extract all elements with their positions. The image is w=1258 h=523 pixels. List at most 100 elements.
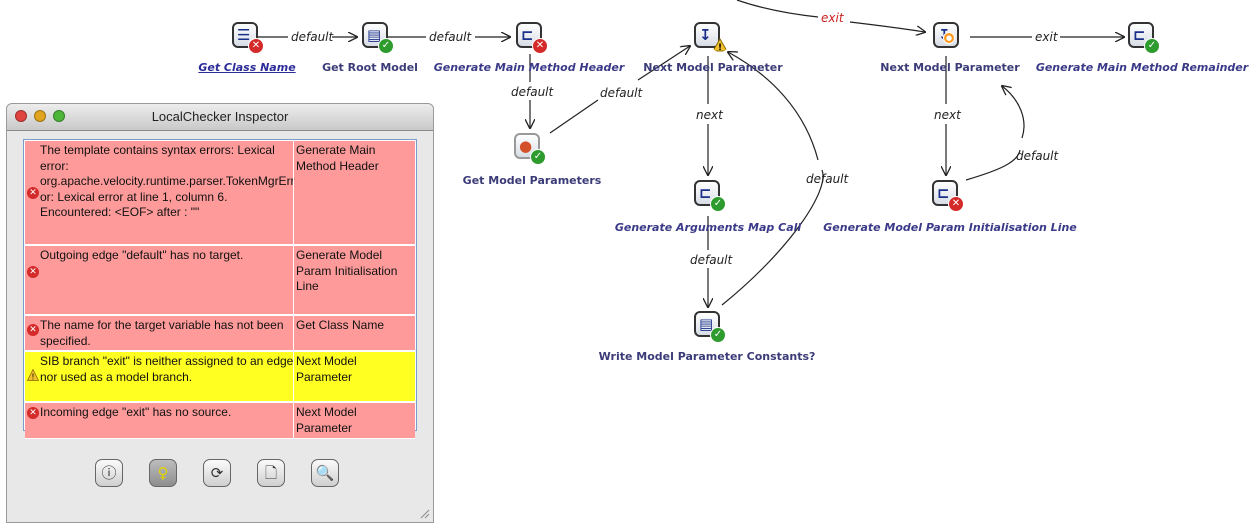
edge-label: next: [696, 108, 724, 122]
edge-label: default: [600, 86, 644, 100]
info-button[interactable]: ⓘ: [95, 459, 123, 487]
warning-icon: !: [27, 369, 39, 381]
issues-table[interactable]: ✕ The template contains syntax errors: L…: [23, 139, 417, 439]
lightbulb-button[interactable]: ♀: [149, 459, 177, 487]
edge-label: exit: [821, 11, 845, 25]
issue-object: Next Model Parameter: [296, 354, 357, 384]
success-badge-icon: ✓: [1144, 38, 1160, 54]
refresh-button[interactable]: ⟳: [203, 459, 231, 487]
resize-grip-icon[interactable]: [418, 507, 430, 519]
svg-text:!: !: [31, 373, 34, 382]
error-badge-icon: ✕: [532, 38, 548, 54]
zoom-window-button[interactable]: [53, 110, 65, 122]
issue-row[interactable]: ✕ Incoming edge "exit" has no source. Ne…: [25, 403, 415, 439]
edge-label: default: [806, 172, 850, 186]
template-icon: ⊏: [937, 184, 950, 202]
svg-text:!: !: [718, 43, 722, 52]
error-badge-icon: ●: [943, 32, 955, 44]
node-label-write-model-parameter-constants[interactable]: Write Model Parameter Constants?: [598, 350, 816, 363]
document-icon: ▤: [367, 26, 382, 44]
edge-next-model-parameter-to-main-method-remainder[interactable]: exit: [970, 30, 1124, 44]
localchecker-inspector-window: LocalChecker Inspector ✕ The template co…: [6, 103, 434, 523]
error-badge-icon: ✕: [248, 38, 264, 54]
success-badge-icon: ✓: [710, 327, 726, 343]
issue-message: SIB branch "exit" is neither assigned to…: [40, 354, 294, 384]
issue-row[interactable]: ! SIB branch "exit" is neither assigned …: [25, 352, 415, 402]
node-generate-main-method-remainder-icon[interactable]: ⊏ ✓: [1128, 22, 1160, 54]
edge-label: default: [291, 30, 335, 44]
window-title: LocalChecker Inspector: [151, 109, 289, 124]
edge-model-param-init-line-default[interactable]: default: [965, 86, 1060, 181]
list-icon: ☰: [237, 26, 251, 44]
template-icon: ⊏: [1133, 26, 1146, 44]
node-label-generate-model-param-init-line[interactable]: Generate Model Param Initialisation Line: [823, 221, 1077, 234]
issue-message: The template contains syntax errors: Lex…: [40, 143, 295, 219]
node-get-class-name-icon[interactable]: ☰ ✕: [232, 22, 264, 54]
issue-object: Generate Main Method Header: [296, 143, 379, 173]
node-label-generate-main-method-header[interactable]: Generate Main Method Header: [433, 61, 625, 74]
issue-message: Outgoing edge "default" has no target.: [40, 248, 244, 262]
error-icon: ✕: [27, 407, 39, 419]
document-search-icon: 🔍: [315, 464, 335, 482]
edge-label: default: [511, 85, 555, 99]
issue-row[interactable]: ✕ Outgoing edge "default" has no target.…: [25, 246, 415, 315]
issue-object: Get Class Name: [296, 318, 385, 332]
issue-row[interactable]: ✕ The name for the target variable has n…: [25, 316, 415, 351]
node-next-model-parameter-2-icon[interactable]: ↧ ●: [933, 22, 959, 48]
issue-message: The name for the target variable has not…: [40, 318, 284, 348]
node-label-get-root-model[interactable]: Get Root Model: [322, 61, 418, 74]
edge-label: exit: [1035, 30, 1059, 44]
lightbulb-icon: ♀: [157, 464, 169, 482]
edge-label: default: [429, 30, 473, 44]
success-badge-icon: ✓: [710, 196, 726, 212]
template-icon: ⊏: [699, 184, 712, 202]
edge-get-model-parameters-to-next-model-parameter[interactable]: default: [549, 46, 690, 134]
document-search-button[interactable]: 🔍: [311, 459, 339, 487]
edge-next-model-parameter-to-model-param-init-line[interactable]: next: [934, 56, 962, 175]
edge-next-model-parameter-to-arguments-map-call[interactable]: next: [696, 56, 724, 175]
error-icon: ✕: [27, 187, 39, 199]
node-label-get-model-parameters[interactable]: Get Model Parameters: [462, 174, 602, 187]
issue-message: Incoming edge "exit" has no source.: [40, 405, 232, 419]
document-button[interactable]: 🗋: [257, 459, 285, 487]
node-label-next-model-parameter-1[interactable]: Next Model Parameter: [643, 61, 783, 74]
document-icon: 🗋: [264, 464, 278, 482]
edge-write-constants-to-next-model-parameter[interactable]: default: [721, 52, 850, 306]
document-icon: ▤: [699, 315, 714, 333]
template-icon: ⊏: [521, 26, 534, 44]
error-icon: ✕: [27, 324, 39, 336]
node-write-model-parameter-constants-icon[interactable]: ▤ ✓: [694, 311, 726, 343]
edge-label: default: [1016, 149, 1060, 163]
edge-get-class-name-to-get-root-model[interactable]: default: [248, 30, 357, 44]
edge-main-method-header-to-get-model-parameters[interactable]: default: [511, 54, 555, 128]
node-label-get-class-name[interactable]: Get Class Name: [198, 61, 296, 74]
info-bubble-icon: ⓘ: [101, 464, 117, 482]
node-label-generate-arguments-map-call[interactable]: Generate Arguments Map Call: [614, 221, 802, 234]
node-next-model-parameter-1-icon[interactable]: ↧ !: [694, 22, 728, 52]
node-get-model-parameters-icon[interactable]: ● ✓: [514, 133, 546, 165]
edge-label: next: [934, 108, 962, 122]
iterator-icon: ↧: [699, 26, 712, 44]
node-label-generate-main-method-remainder[interactable]: Generate Main Method Remainder: [1035, 61, 1249, 74]
issue-object: Generate Model Param Initialisation Line: [296, 248, 398, 293]
success-badge-icon: ✓: [530, 149, 546, 165]
model-icon: ●: [519, 137, 533, 155]
issue-row[interactable]: ✕ The template contains syntax errors: L…: [25, 141, 415, 245]
minimize-window-button[interactable]: [34, 110, 46, 122]
error-badge-icon: ✕: [948, 196, 964, 212]
edge-get-root-model-to-main-method-header[interactable]: default: [380, 30, 510, 44]
node-generate-main-method-header-icon[interactable]: ⊏ ✕: [516, 22, 548, 54]
close-window-button[interactable]: [15, 110, 27, 122]
error-icon: ✕: [27, 266, 39, 278]
edge-exit-incoming[interactable]: exit: [736, 0, 925, 32]
refresh-icon: ⟳: [210, 464, 224, 482]
node-get-root-model-icon[interactable]: ▤ ✓: [362, 22, 394, 54]
node-generate-model-param-init-line-icon[interactable]: ⊏ ✕: [932, 180, 964, 212]
edge-arguments-map-call-to-write-constants[interactable]: default: [690, 216, 734, 307]
issue-object: Next Model Parameter: [296, 405, 357, 435]
warning-badge-icon: !: [712, 38, 728, 52]
node-label-next-model-parameter-2[interactable]: Next Model Parameter: [880, 61, 1020, 74]
node-generate-arguments-map-call-icon[interactable]: ⊏ ✓: [694, 180, 726, 212]
window-titlebar[interactable]: LocalChecker Inspector: [7, 104, 433, 131]
